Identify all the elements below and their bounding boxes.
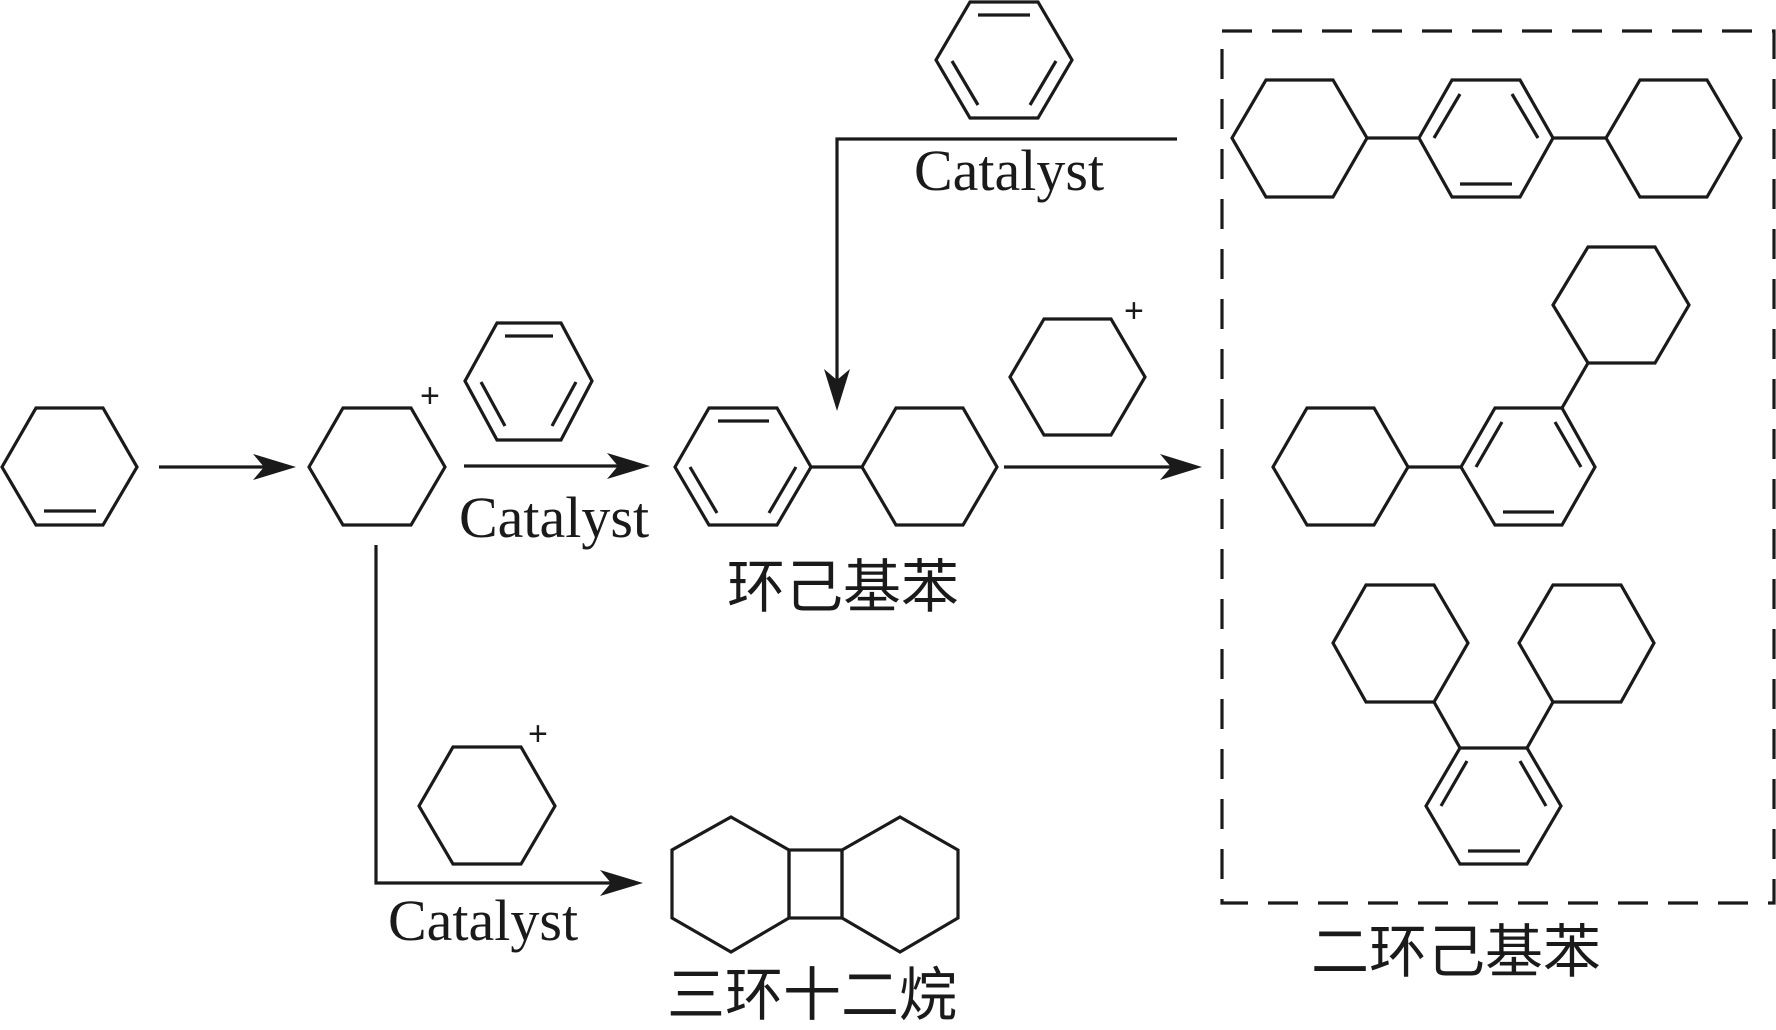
double-bond [950,60,980,106]
cyclohexyl-cation: + [307,377,447,527]
cyclohexyl-ring [1551,245,1691,365]
double-bond [1518,760,1548,807]
cyclohexyl-cation-3: + [417,715,557,866]
benzene-ring [463,321,594,442]
cyclohexylbenzene-label: 环己基苯 [727,553,959,621]
cyclohexane-ring-left [670,815,791,954]
cation-charge: + [1124,292,1144,330]
benzene-reagent-top [934,0,1074,120]
double-bond [479,381,507,427]
catalyst-label-top: Catalyst [914,138,1104,203]
double-bond [1028,60,1058,106]
cation-charge: + [420,377,440,415]
benzene-ring [934,0,1074,120]
benzene-ring [1417,78,1555,199]
double-bond [767,466,798,514]
phenyl-ring [673,406,813,527]
catalyst-label-step2: Catalyst [459,485,649,550]
cyclohexyl-ring [1230,78,1369,199]
cyclobutane-ring [787,848,844,920]
arrow-step2 [464,453,650,479]
dicyclohexylbenzene-label: 二环己基苯 [1311,918,1601,986]
meta-dicyclohexylbenzene [1271,245,1691,527]
cation-ring [1008,317,1147,437]
para-dicyclohexylbenzene [1230,78,1743,199]
tricyclododecane-molecule [670,815,960,954]
arrow-side-reaction [374,545,643,896]
cation-ring [307,406,447,527]
benzene-ring [1459,406,1597,527]
cyclohexyl-ring [1604,78,1743,199]
single-bond [1560,362,1590,409]
double-bond [1553,421,1583,468]
arrow-step1 [159,454,296,480]
tricyclododecane-label: 三环十二烷 [667,961,957,1029]
double-bond [1510,93,1540,139]
cation-ring [417,745,557,866]
cyclohexyl-ring [1331,583,1470,704]
cyclohexyl-ring [1271,406,1410,527]
benzene-reagent [463,321,594,442]
arrow-top-return [824,137,1177,411]
double-bond [1432,93,1462,139]
dicyclohexylbenzene-box [1220,29,1776,905]
double-bond [550,381,578,427]
arrow-step3 [1004,454,1202,480]
single-bond [1432,701,1462,749]
catalyst-label-side: Catalyst [388,888,578,953]
ortho-dicyclohexylbenzene [1331,583,1656,866]
cation-charge: + [528,715,548,753]
cyclohexyl-cation-2: + [1008,292,1147,437]
cyclohexene-ring [0,406,139,527]
benzene-ring [1424,746,1563,866]
cyclohexylbenzene-molecule [673,406,999,527]
cyclohexene-molecule [0,406,139,527]
cyclohexyl-ring [860,406,999,527]
double-bond [1439,760,1469,807]
cyclohexyl-ring [1517,583,1656,704]
double-bond [1474,421,1504,468]
single-bond [1525,701,1555,749]
double-bond [688,466,719,514]
cyclohexane-ring-right [840,815,960,954]
